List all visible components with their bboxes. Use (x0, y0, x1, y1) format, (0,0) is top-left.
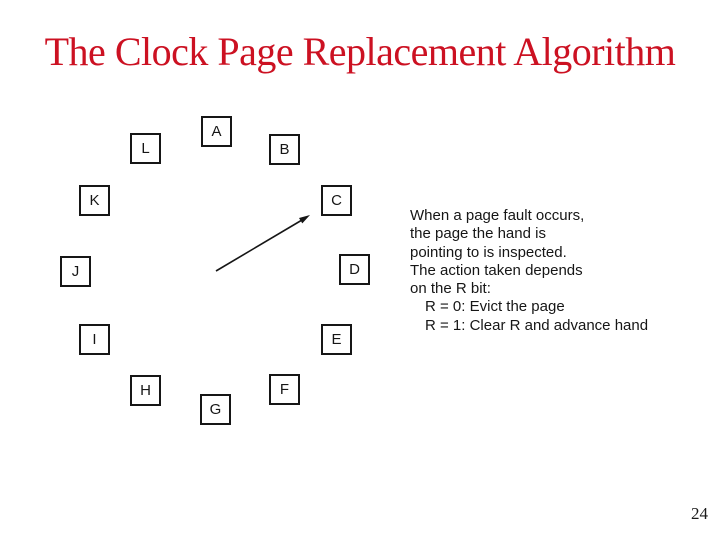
page-frame-box: C (321, 185, 352, 216)
note-line: the page the hand is (410, 225, 546, 243)
note-line: on the R bit: (410, 280, 491, 298)
page-frame-label: I (92, 331, 97, 348)
note-line: The action taken depends (410, 261, 583, 279)
page-frame-box: E (321, 324, 352, 355)
clock-diagram: A B C D E F G H I J K L (0, 0, 400, 460)
page-title: The Clock Page Replacement Algorithm (44, 29, 676, 74)
note-text: When a page fault occurs, the page the h… (410, 207, 648, 335)
page-frame-box: K (79, 185, 110, 216)
page-frame-label: K (89, 192, 100, 209)
page-frame-label: F (279, 381, 290, 398)
page-frame-box: D (339, 254, 370, 285)
page-frame-label: A (211, 123, 222, 140)
page-frame-box: H (130, 375, 161, 406)
page-frame-label: B (279, 141, 290, 158)
page-frame-label: E (331, 331, 342, 348)
page-frame-label: G (209, 401, 222, 418)
note-line: R = 0: Evict the page (425, 298, 565, 316)
page-frame-label: L (141, 140, 150, 157)
page-frame-label: J (71, 263, 80, 280)
clock-hand-arrow (215, 215, 310, 272)
page-frame-box: F (269, 374, 300, 405)
page-frame-box: L (130, 133, 161, 164)
page-frame-box: I (79, 324, 110, 355)
page-number: 24 (691, 504, 708, 523)
page-frame-box: J (60, 256, 91, 287)
page-frame-box: G (200, 394, 231, 425)
page-frame-label: C (331, 192, 342, 209)
page-frame-label: D (349, 261, 360, 278)
page-frame-box: B (269, 134, 300, 165)
note-line: pointing to is inspected. (410, 243, 567, 261)
note-line: R = 1: Clear R and advance hand (425, 316, 649, 334)
page-frame-box: A (201, 116, 232, 147)
page-frame-label: H (140, 382, 151, 399)
note-line: When a page fault occurs, (410, 207, 585, 224)
